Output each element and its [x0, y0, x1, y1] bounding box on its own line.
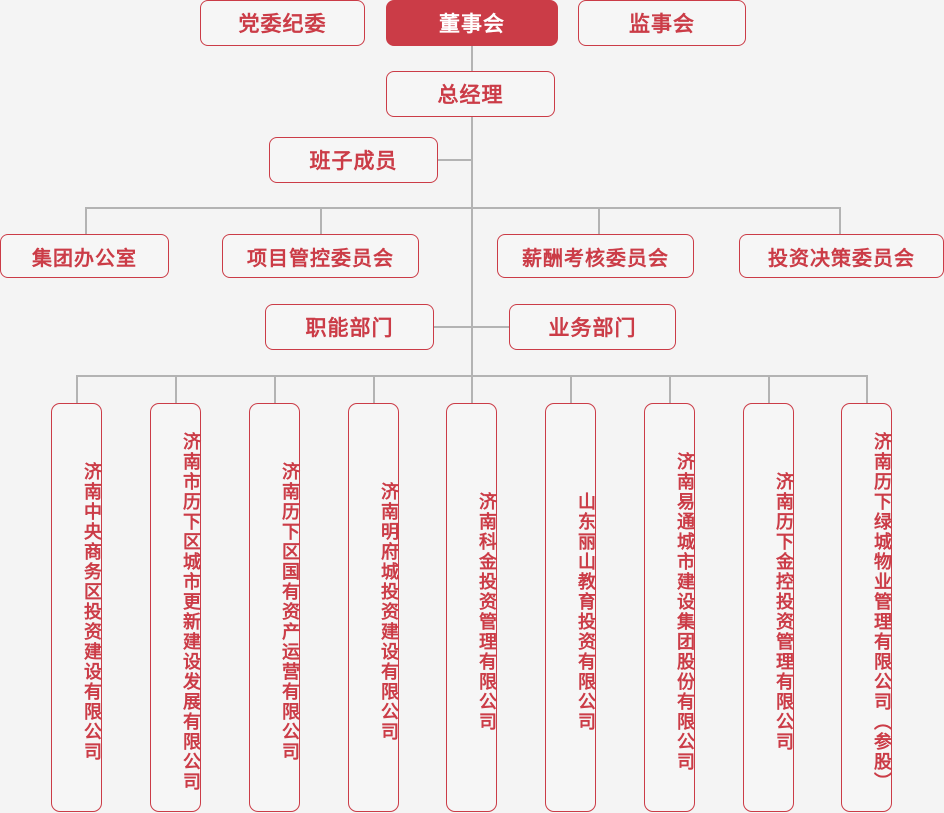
node-compensation-review-committee[interactable]: 薪酬考核委员会 — [497, 234, 694, 278]
node-subsidiary-3[interactable]: 济南历下区国有资产运营有限公司 — [249, 403, 300, 812]
node-functional-department[interactable]: 职能部门 — [265, 304, 434, 350]
connector-subsidiary-drop-4 — [373, 375, 375, 404]
connector-subsidiary-drop-1 — [76, 375, 78, 404]
node-subsidiary-8[interactable]: 济南历下金控投资管理有限公司 — [743, 403, 794, 812]
node-business-department[interactable]: 业务部门 — [509, 304, 676, 350]
connector-subsidiary-drop-5 — [471, 375, 473, 404]
node-team-members[interactable]: 班子成员 — [269, 137, 438, 183]
connector-committee-drop-3 — [598, 207, 600, 234]
node-subsidiary-2[interactable]: 济南市历下区城市更新建设发展有限公司 — [150, 403, 201, 812]
node-subsidiary-5[interactable]: 济南科金投资管理有限公司 — [446, 403, 497, 812]
connector-subsidiary-drop-6 — [570, 375, 572, 404]
connector-subsidiary-drop-7 — [669, 375, 671, 404]
node-supervisory-board[interactable]: 监事会 — [578, 0, 746, 46]
node-subsidiary-9[interactable]: 济南历下绿城物业管理有限公司（参股） — [841, 403, 892, 812]
connector-subsidiary-drop-9 — [866, 375, 868, 404]
node-subsidiary-1[interactable]: 济南中央商务区投资建设有限公司 — [51, 403, 102, 812]
connector-subsidiary-drop-3 — [274, 375, 276, 404]
node-general-manager[interactable]: 总经理 — [386, 71, 555, 117]
node-investment-decision-committee[interactable]: 投资决策委员会 — [739, 234, 944, 278]
connector-subsidiary-drop-2 — [175, 375, 177, 404]
connector-trunk-vertical — [471, 46, 473, 376]
connector-business-dept-stub — [471, 326, 509, 328]
connector-committee-drop-2 — [320, 207, 322, 234]
node-subsidiary-6[interactable]: 山东丽山教育投资有限公司 — [545, 403, 596, 812]
node-subsidiary-4[interactable]: 济南明府城投资建设有限公司 — [348, 403, 399, 812]
connector-committee-drop-4 — [839, 207, 841, 234]
node-subsidiary-7[interactable]: 济南易通城市建设集团股份有限公司 — [644, 403, 695, 812]
node-party-committee[interactable]: 党委纪委 — [200, 0, 365, 46]
connector-subsidiary-drop-8 — [768, 375, 770, 404]
connector-team-members-stub — [437, 159, 472, 161]
connector-committee-drop-1 — [85, 207, 87, 234]
node-group-office[interactable]: 集团办公室 — [0, 234, 169, 278]
connector-committee-bus — [85, 207, 841, 209]
node-project-control-committee[interactable]: 项目管控委员会 — [222, 234, 419, 278]
connector-functional-dept-stub — [433, 326, 472, 328]
node-board-of-directors[interactable]: 董事会 — [386, 0, 558, 46]
